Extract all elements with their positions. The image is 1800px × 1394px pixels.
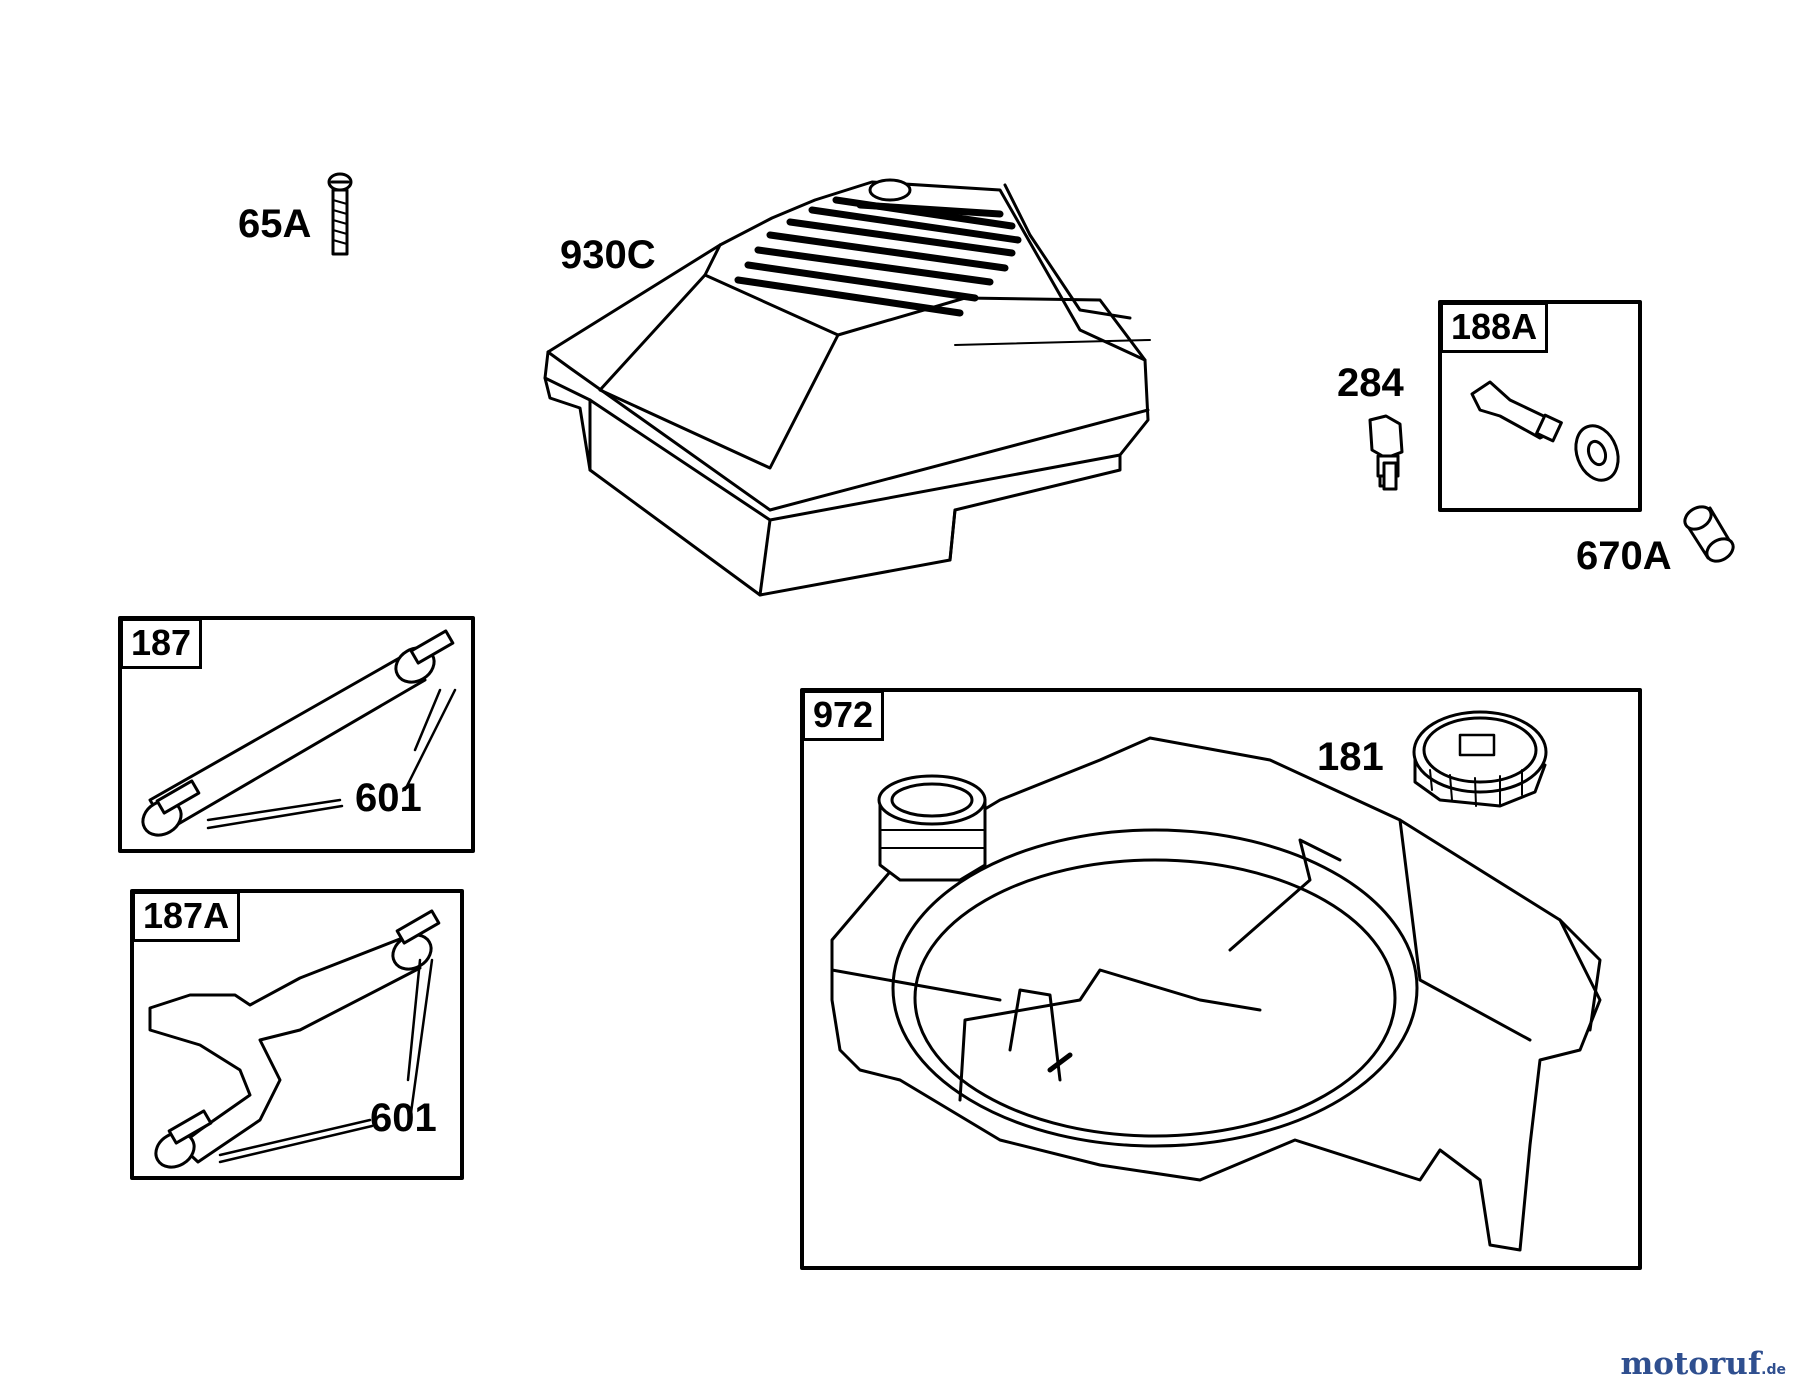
box-label-fuel-tank: 972 (802, 690, 885, 741)
screw-part (327, 172, 353, 256)
watermark-tld: .de (1761, 1362, 1786, 1378)
box-label-breather-tube: 187 (120, 618, 203, 669)
part-label-bushing: 670A (1576, 534, 1672, 578)
fuel-cap-part (1412, 710, 1548, 808)
box-label-breather-tube-alt: 187A (132, 891, 241, 942)
part-label-fuel-cap: 181 (1317, 735, 1384, 779)
watermark-name: motoruf (1620, 1346, 1762, 1382)
plug-part (1368, 414, 1404, 491)
part-label-blower-housing: 930C (560, 233, 656, 277)
part-label-screw: 65A (238, 202, 312, 246)
breather-tube-clamps (155, 629, 457, 830)
part-label-clamp-alt: 601 (370, 1096, 437, 1140)
oil-fill-kit-washer (1574, 424, 1620, 482)
part-label-clamp: 601 (355, 776, 422, 820)
fuel-tank-part (830, 736, 1602, 1252)
fuel-tank-box (800, 688, 1642, 1270)
box-label-oil-fill-kit: 188A (1440, 302, 1549, 353)
blower-housing-part (543, 178, 1151, 597)
bushing-part (1683, 505, 1735, 563)
watermark-logo: motoruf.de (1620, 1349, 1786, 1380)
fuel-tank-filler-neck (877, 774, 987, 882)
breather-tube-box (118, 616, 475, 853)
breather-tube-alt-clamps (167, 909, 441, 1164)
breather-tube-straight (141, 646, 436, 837)
oil-fill-kit-fitting (1470, 380, 1563, 443)
part-label-plug: 284 (1337, 361, 1404, 405)
breather-tube-bent (148, 933, 433, 1169)
